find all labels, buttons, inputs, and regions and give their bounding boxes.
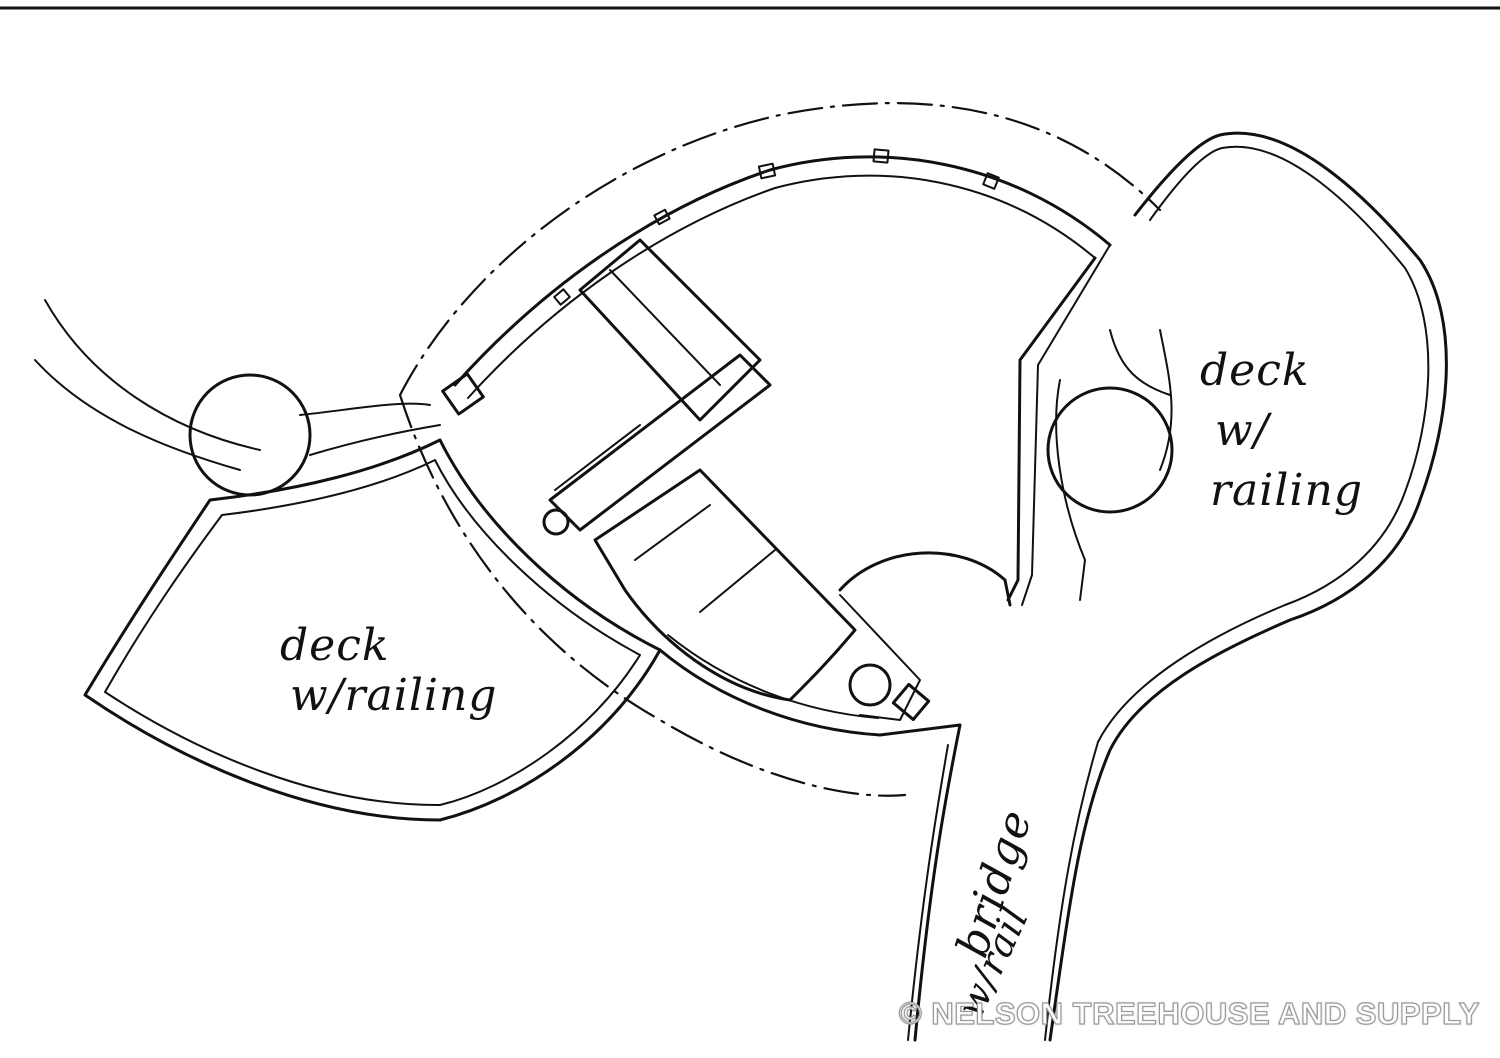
left-walkway-to-house <box>299 402 441 456</box>
window <box>553 288 571 306</box>
window <box>872 148 890 164</box>
house-south-wall <box>658 648 962 737</box>
deck-right-label-line3: railing <box>1210 465 1363 516</box>
house-east-wall-inner <box>1021 244 1111 606</box>
bridge-left-edge <box>913 723 962 1042</box>
deck-left-label-line1: deck <box>280 620 390 671</box>
deck-left-outline <box>83 438 662 822</box>
bridge-right-edge <box>1044 741 1099 1041</box>
built-in-upper-bench <box>578 238 762 422</box>
deck-left-railing <box>104 459 641 807</box>
window <box>653 208 671 226</box>
roof-overhang-dashed-outline <box>398 102 1162 797</box>
windows <box>553 148 1000 306</box>
kitchen-counter <box>548 353 772 532</box>
deck-left-label-line2: w/railing <box>290 670 497 721</box>
lower-cabinet <box>839 594 921 721</box>
window <box>982 172 1000 190</box>
bed-divider <box>634 504 711 561</box>
round-fixture <box>848 663 892 707</box>
entry-door-left <box>441 372 485 416</box>
deck-right-outline <box>1048 131 1448 1042</box>
house-south-wall-inner <box>667 634 879 719</box>
bench-divider <box>609 269 721 386</box>
post-round <box>542 508 570 536</box>
deck-right-label-line1: deck <box>1200 345 1310 396</box>
deck-right-railing <box>1097 145 1430 743</box>
house-outer-wall-inner <box>467 174 1096 399</box>
bed-divider <box>699 549 776 613</box>
built-in-lower-bed <box>593 468 857 702</box>
deck-right-label-line2: w/ <box>1215 405 1273 456</box>
window <box>757 162 777 180</box>
interior-curved-room <box>838 551 1012 607</box>
house-east-wall <box>1006 256 1097 602</box>
counter-edge <box>554 424 641 491</box>
left-arc-walkway <box>34 299 261 471</box>
bridge-left-edge-inner <box>907 744 949 1041</box>
tree-trunk-right <box>1046 386 1174 514</box>
entry-door-bridge <box>891 682 931 722</box>
right-deck-inner-edge <box>1055 329 1173 601</box>
house-outer-wall <box>453 155 1112 387</box>
copyright-watermark: © NELSON TREEHOUSE AND SUPPLY <box>898 995 1480 1031</box>
